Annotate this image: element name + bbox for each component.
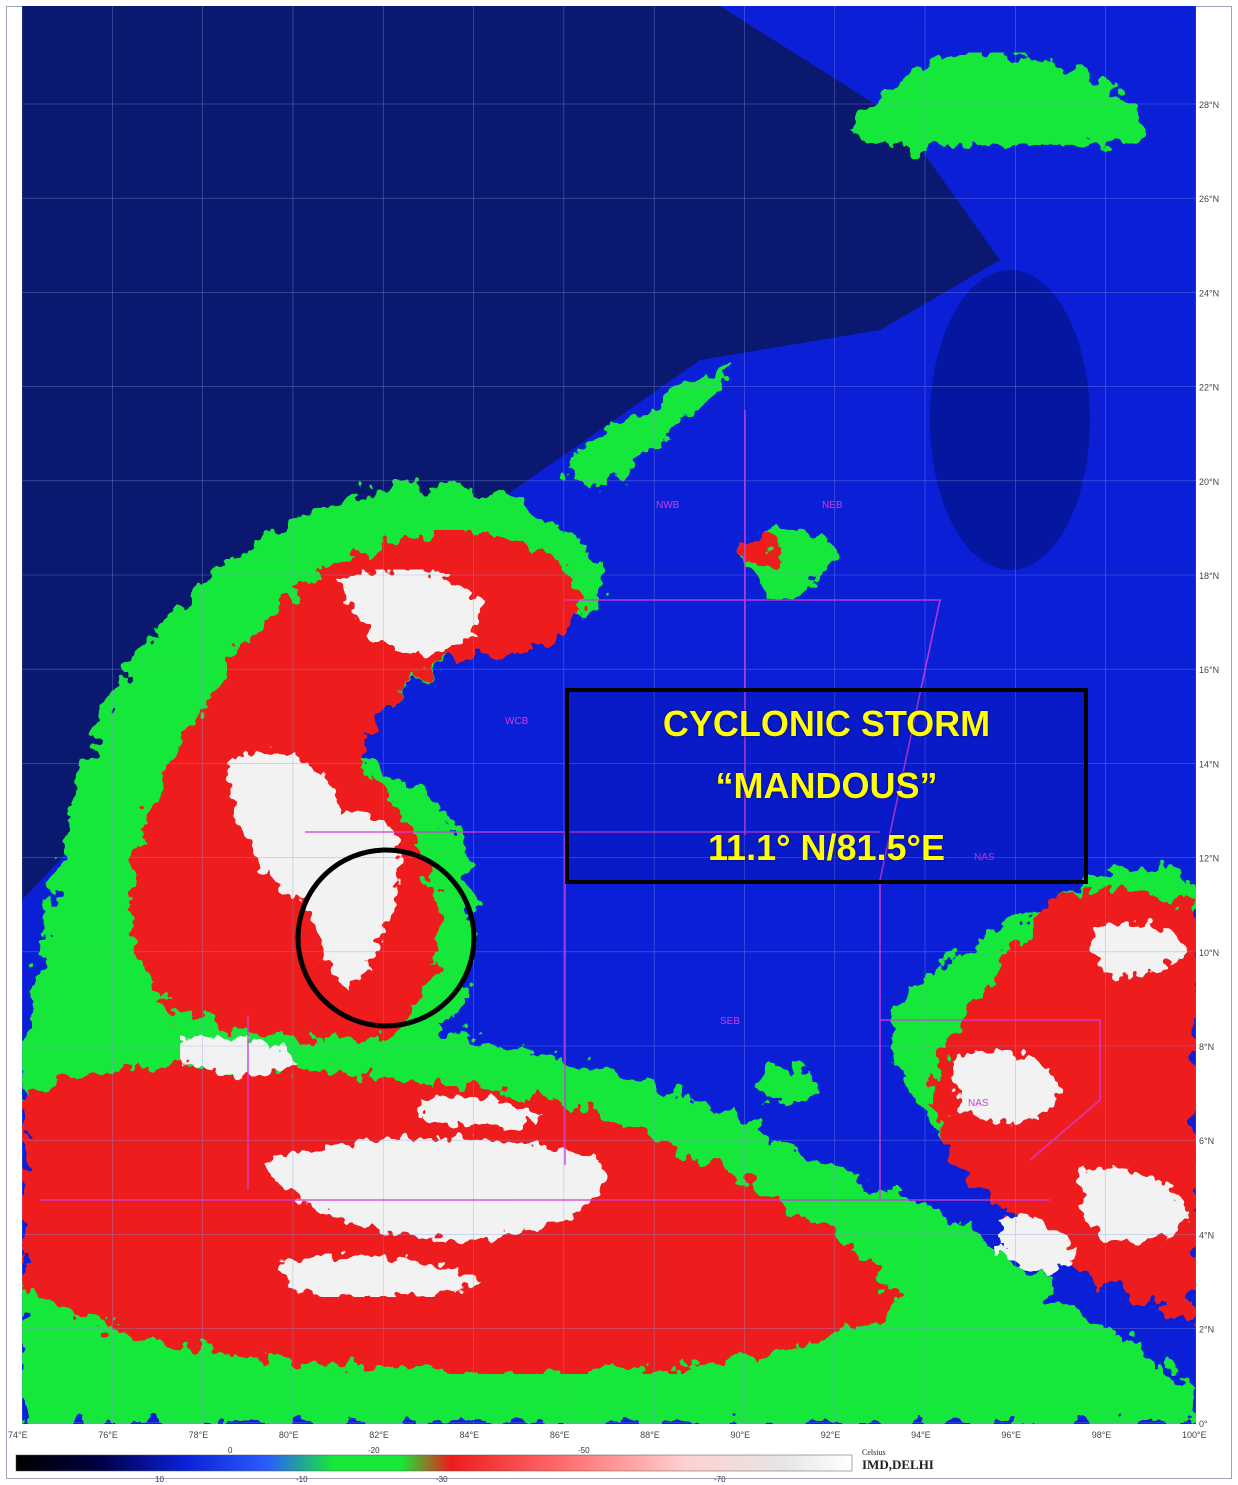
dark-patch xyxy=(930,270,1090,570)
latitude-label: 0° xyxy=(1199,1419,1208,1429)
longitude-label: 92°E xyxy=(821,1430,841,1440)
colorbar-label-top-0: 0 xyxy=(228,1446,233,1455)
colorbar-label-top-1: -20 xyxy=(368,1446,380,1455)
colorbar-label-bottom-0: 10 xyxy=(155,1475,164,1484)
latitude-label: 22°N xyxy=(1199,383,1219,393)
colorbar-units: Celsius xyxy=(862,1448,934,1457)
longitude-labels: 74°E 76°E 78°E 80°E 82°E 84°E 86°E 88°E 90°E 92°E… xyxy=(8,1430,1207,1440)
region-label-nwb: NWB xyxy=(656,500,680,511)
colorbar-gradient xyxy=(16,1455,852,1471)
latitude-label: 2°N xyxy=(1199,1325,1214,1335)
latitude-label: 18°N xyxy=(1199,571,1219,581)
storm-title: CYCLONIC STORM xyxy=(663,693,990,755)
longitude-label: 98°E xyxy=(1092,1430,1112,1440)
latitude-label: 26°N xyxy=(1199,194,1219,204)
latitude-label: 16°N xyxy=(1199,665,1219,675)
latitude-labels: 28°N 26°N 24°N 22°N 20°N 18°N 16°N 14°N 12°N 10°N… xyxy=(1199,100,1219,1429)
colorbar-label-bottom-3: -70 xyxy=(714,1475,726,1484)
longitude-label: 82°E xyxy=(369,1430,389,1440)
storm-position: 11.1° N/81.5°E xyxy=(708,817,945,879)
latitude-label: 14°N xyxy=(1199,759,1219,769)
longitude-label: 96°E xyxy=(1001,1430,1021,1440)
temperature-colorbar: 0 -20 -50 10 -10 -30 -70 xyxy=(16,1446,852,1484)
latitude-label: 20°N xyxy=(1199,477,1219,487)
latitude-label: 24°N xyxy=(1199,288,1219,298)
longitude-label: 86°E xyxy=(550,1430,570,1440)
image-credit: Celsius IMD,DELHI xyxy=(862,1448,934,1473)
latitude-label: 28°N xyxy=(1199,100,1219,110)
longitude-label: 90°E xyxy=(730,1430,750,1440)
longitude-label: 94°E xyxy=(911,1430,931,1440)
longitude-label: 76°E xyxy=(98,1430,118,1440)
storm-info-box: CYCLONIC STORM “MANDOUS” 11.1° N/81.5°E xyxy=(565,688,1088,884)
longitude-label: 88°E xyxy=(640,1430,660,1440)
latitude-label: 12°N xyxy=(1199,854,1219,864)
longitude-label: 80°E xyxy=(279,1430,299,1440)
colorbar-label-bottom-1: -10 xyxy=(296,1475,308,1484)
credit-org: IMD,DELHI xyxy=(862,1457,934,1473)
region-label-nas-2: NAS xyxy=(968,1098,989,1109)
latitude-label: 6°N xyxy=(1199,1136,1214,1146)
longitude-label: 84°E xyxy=(460,1430,480,1440)
colorbar-label-top-2: -50 xyxy=(578,1446,590,1455)
storm-name: “MANDOUS” xyxy=(716,755,938,817)
region-label-wcb: WCB xyxy=(505,716,529,727)
longitude-label: 100°E xyxy=(1182,1430,1207,1440)
region-label-neb: NEB xyxy=(822,500,843,511)
longitude-label: 78°E xyxy=(189,1430,209,1440)
latitude-label: 4°N xyxy=(1199,1230,1214,1240)
colorbar-label-bottom-2: -30 xyxy=(436,1475,448,1484)
region-label-seb: SEB xyxy=(720,1016,740,1027)
latitude-label: 10°N xyxy=(1199,948,1219,958)
latitude-label: 8°N xyxy=(1199,1042,1214,1052)
longitude-label: 74°E xyxy=(8,1430,28,1440)
